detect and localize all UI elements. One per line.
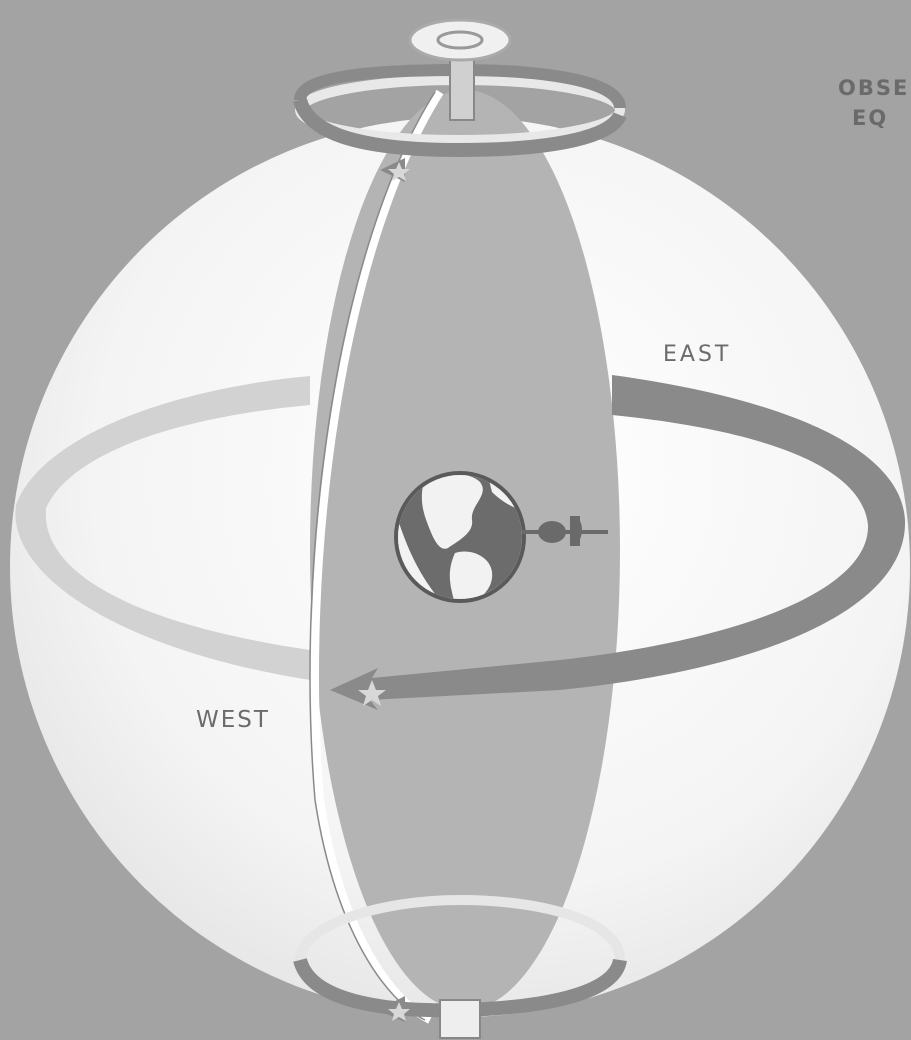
bottom-axle xyxy=(440,1000,480,1038)
east-label: EAST xyxy=(663,342,731,367)
corner-label-line2: EQ xyxy=(852,106,888,130)
top-cap xyxy=(410,20,510,60)
west-label: WEST xyxy=(196,707,270,733)
corner-label-line1: OBSE xyxy=(838,76,909,100)
